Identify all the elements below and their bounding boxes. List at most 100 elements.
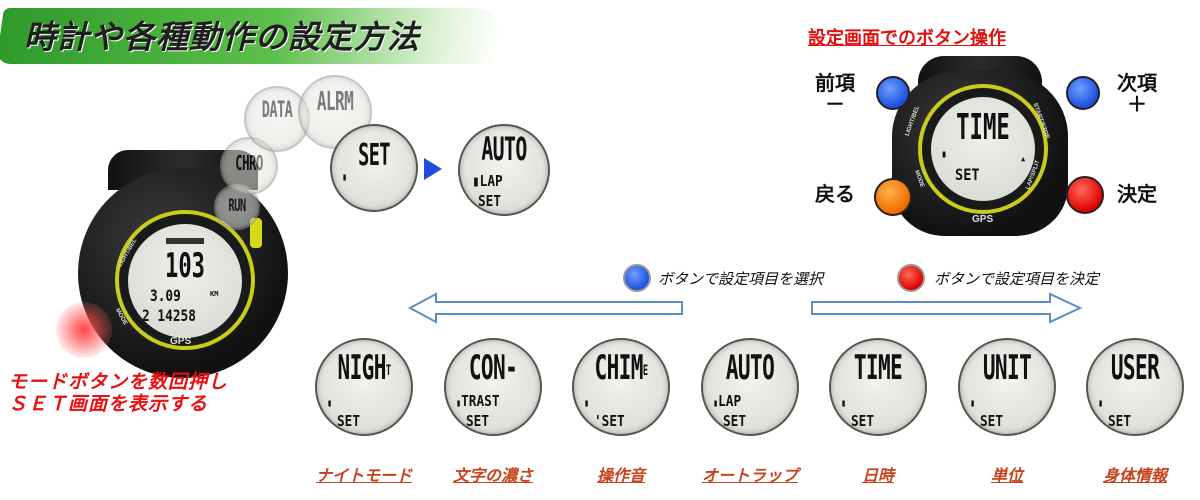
setting-face-line1-text: TRAST xyxy=(461,392,500,410)
prev-button[interactable] xyxy=(876,76,910,110)
prev-label-symbol: － xyxy=(825,94,845,116)
preview-face-line1-text: LAP xyxy=(479,172,503,190)
setting-face-line2: SET xyxy=(1108,412,1132,430)
main-watch-screen: 103 3.09 KM 2 14258 xyxy=(128,224,242,338)
setting-face-main: CON- xyxy=(464,348,522,388)
battery-indicator xyxy=(166,238,204,244)
setting-face-line1: ▮ xyxy=(970,392,975,410)
setting-face-line1: ▮LAP xyxy=(713,392,741,410)
legend-decide-dot xyxy=(897,264,925,292)
confirm-button[interactable] xyxy=(1066,176,1104,214)
setting-face-line1: ▮ xyxy=(584,392,589,410)
setting-face-line1: ▮ xyxy=(841,392,846,410)
mode-instruction-line2: ＳＥＴ画面を表示する xyxy=(8,393,209,415)
main-watch-unit: KM xyxy=(210,290,219,298)
mode-face-set: SET ▮ xyxy=(330,124,418,212)
next-label: 次項 ＋ xyxy=(1112,74,1162,116)
mode-face-alrm-label: ALRM xyxy=(316,87,354,117)
bell-icon: ▮ xyxy=(713,398,719,409)
setting-face-main-text: UNIT xyxy=(982,348,1032,388)
setting-face-main-text: TIME xyxy=(853,348,903,388)
setting-face[interactable]: CHIME▮'SET xyxy=(572,338,670,436)
mode-face-data-label: DATA xyxy=(261,98,293,123)
mode-face-set-bell: ▮ xyxy=(342,172,348,183)
mode-face-set-label: SET xyxy=(358,138,390,173)
main-watch-distance: 3.09 xyxy=(150,286,181,305)
main-watch-big-value: 103 xyxy=(165,246,205,286)
preview-face-main: AUTO xyxy=(481,130,527,168)
next-label-text: 次項 xyxy=(1117,73,1157,95)
setting-face-main-text: USER xyxy=(1110,348,1160,388)
setting-face-line2: SET xyxy=(337,412,361,430)
setting-face-line2: 'SET xyxy=(594,412,625,430)
setting-face-line1: ▮TRAST xyxy=(456,392,500,410)
setting-face[interactable]: USER ▮ SET xyxy=(1086,338,1184,436)
bell-icon: ▮ xyxy=(327,398,333,409)
ops-watch-brand: GPS xyxy=(972,214,994,225)
legend-select-dot xyxy=(623,264,651,292)
setting-face-main: CHIME xyxy=(592,348,650,388)
setting-caption[interactable]: 日時 xyxy=(861,468,894,485)
setting-face-line2: SET xyxy=(980,412,1004,430)
main-watch-time: 2 14258 xyxy=(142,306,196,325)
start-stop-button[interactable] xyxy=(250,218,262,248)
mode-face-run-label: RUN xyxy=(228,196,246,216)
setting-face[interactable]: NIGHT▮ SET xyxy=(315,338,413,436)
bell-icon: ▮ xyxy=(970,398,976,409)
mode-instruction: モードボタンを数回押し ＳＥＴ画面を表示する xyxy=(8,372,228,416)
preview-face-line1: ▮LAP xyxy=(472,172,503,190)
bell-icon: ▮ xyxy=(841,398,847,409)
legend-select-text: ボタンで設定項目を選択 xyxy=(658,271,824,288)
ops-screen-sub: SET xyxy=(955,165,980,184)
ops-screen-indicator: ▲ xyxy=(1021,155,1026,163)
next-label-symbol: ＋ xyxy=(1127,94,1147,116)
ops-screen-bell-icon: ▮ xyxy=(941,149,948,160)
setting-caption[interactable]: オートラップ xyxy=(701,468,798,485)
setting-face-main: AUTO xyxy=(721,348,779,388)
next-button[interactable] xyxy=(1066,76,1100,110)
prev-label-text: 前項 xyxy=(815,73,855,95)
setting-face-line1-text: LAP xyxy=(718,392,742,410)
confirm-label: 決定 xyxy=(1117,184,1157,206)
bell-icon: ▮ xyxy=(456,398,462,409)
setting-face-main: TIME xyxy=(849,348,907,388)
setting-face-main: NIGHT xyxy=(335,348,393,388)
preview-face-line2: SET xyxy=(478,192,502,210)
ops-screen-main: TIME xyxy=(956,107,1010,148)
setting-face-line2: SET xyxy=(851,412,875,430)
setting-face-suffix: T xyxy=(385,363,391,379)
setting-face-line1: ▮ xyxy=(1098,392,1103,410)
setting-caption[interactable]: 身体情報 xyxy=(1102,468,1167,485)
bell-icon: ▮ xyxy=(1098,398,1104,409)
setting-face-main: UNIT xyxy=(978,348,1036,388)
back-button[interactable] xyxy=(874,178,912,216)
setting-face[interactable]: UNIT ▮ SET xyxy=(958,338,1056,436)
direction-arrows xyxy=(407,292,1083,324)
setting-face-suffix: E xyxy=(642,363,648,379)
setting-face-main-text: CON- xyxy=(468,348,518,388)
main-watch-brand: GPS xyxy=(170,336,192,347)
button-ops-heading: 設定画面でのボタン操作 xyxy=(808,28,1006,48)
setting-face-main-text: AUTO xyxy=(725,348,775,388)
setting-caption[interactable]: 操作音 xyxy=(596,468,645,485)
setting-face-line1: ▮ xyxy=(327,392,332,410)
mode-face-chro-label: CHRO xyxy=(235,151,263,175)
mode-button[interactable] xyxy=(56,302,112,358)
prev-label: 前項 － xyxy=(810,74,860,116)
setting-caption[interactable]: ナイトモード xyxy=(315,468,412,485)
back-label: 戻る xyxy=(815,184,855,206)
setting-face-line2: SET xyxy=(723,412,747,430)
arrow-right-icon xyxy=(424,158,442,180)
setting-caption[interactable]: 単位 xyxy=(990,468,1023,485)
setting-face-main-text: CHIM xyxy=(594,348,644,388)
arrow-right-icon-long xyxy=(811,292,1083,324)
bell-icon: ▮ xyxy=(584,398,590,409)
setting-face[interactable]: AUTO ▮LAP SET xyxy=(701,338,799,436)
preview-face-auto: AUTO ▮LAP SET xyxy=(458,124,550,216)
setting-caption[interactable]: 文字の濃さ xyxy=(452,468,533,485)
mode-instruction-line1: モードボタンを数回押し xyxy=(8,372,229,393)
page-title: 時計や各種動作の設定方法 xyxy=(24,18,421,56)
setting-face-main: USER xyxy=(1106,348,1164,388)
setting-face[interactable]: TIME ▮ SET xyxy=(829,338,927,436)
